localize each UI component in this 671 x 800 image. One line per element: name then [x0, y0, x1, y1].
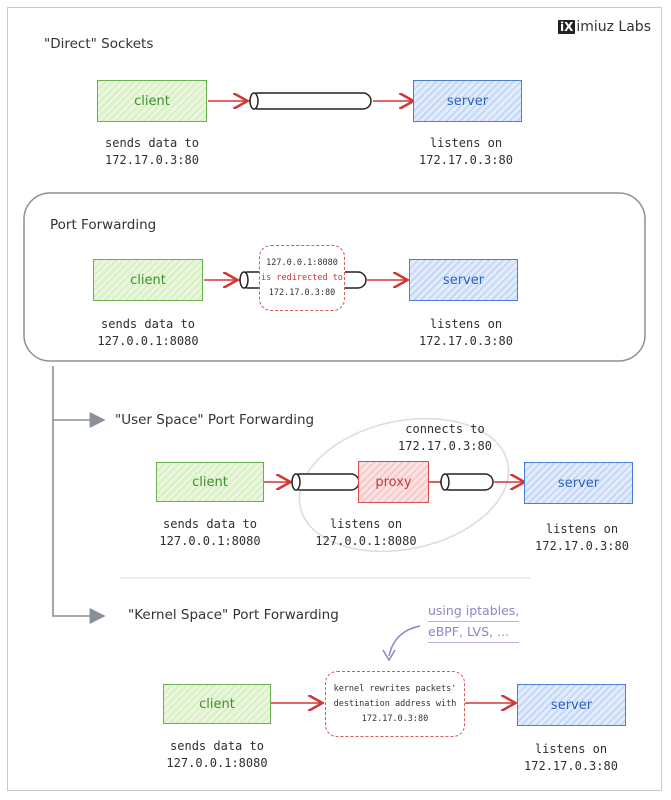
- kernel-server-caption-line1: listens on: [534, 742, 608, 756]
- kernel-server-caption-line2: 172.17.0.3:80: [524, 759, 618, 773]
- direct-client-caption-line1: sends data to: [105, 136, 199, 150]
- diagram-frame: [7, 7, 662, 791]
- kernel-rewrite-line2: destination address with: [333, 698, 457, 709]
- forwarding-server-caption: listens on 172.17.0.3:80: [396, 316, 536, 350]
- proxy-listen-line2: 127.0.0.1:8080: [315, 534, 417, 548]
- user-space-title: "User Space" Port Forwarding: [115, 412, 315, 428]
- user-space-client-caption: sends data to 127.0.0.1:8080: [140, 516, 280, 550]
- direct-client-box: client: [97, 80, 207, 122]
- port-forwarding-title: Port Forwarding: [50, 217, 157, 233]
- kernel-space-title: "Kernel Space" Port Forwarding: [128, 607, 339, 623]
- proxy-box: proxy: [358, 461, 429, 503]
- logo-text: imiuz Labs: [576, 19, 651, 35]
- proxy-listen-line1: listens on: [329, 517, 403, 531]
- kernel-rewrite-line3: 172.17.0.3:80: [361, 713, 429, 724]
- direct-server-box: server: [413, 80, 522, 122]
- redirect-line3: 172.17.0.3:80: [268, 287, 336, 298]
- forwarding-server-caption-line1: listens on: [429, 317, 503, 331]
- redirect-line2: is redirected to: [261, 272, 343, 283]
- forwarding-client-box: client: [93, 259, 203, 301]
- direct-sockets-title: "Direct" Sockets: [44, 36, 154, 52]
- forwarding-client-caption-line2: 127.0.0.1:8080: [97, 334, 199, 348]
- user-space-client-box: client: [156, 462, 264, 502]
- kernel-client-box: client: [163, 684, 271, 724]
- user-space-client-caption-line2: 127.0.0.1:8080: [159, 534, 261, 548]
- forwarding-server-caption-line2: 172.17.0.3:80: [419, 334, 513, 348]
- proxy-connects-line1: connects to: [405, 422, 485, 436]
- proxy-highlight-ellipse: [298, 417, 510, 553]
- kernel-client-caption-line2: 127.0.0.1:8080: [166, 756, 268, 770]
- user-space-server-caption-line1: listens on: [545, 522, 619, 536]
- user-space-connector: [52, 366, 106, 428]
- forwarding-client-caption: sends data to 127.0.0.1:8080: [78, 316, 218, 350]
- direct-server-caption-line2: 172.17.0.3:80: [419, 153, 513, 167]
- proxy-listen-caption: listens on 127.0.0.1:8080: [296, 516, 436, 550]
- kernel-client-caption-line1: sends data to: [170, 739, 264, 753]
- forwarding-client-caption-line1: sends data to: [101, 317, 195, 331]
- user-space-server-caption-line2: 172.17.0.3:80: [535, 539, 629, 553]
- direct-client-caption-line2: 172.17.0.3:80: [105, 153, 199, 167]
- redirect-line1: 127.0.0.1:8080: [266, 257, 338, 268]
- user-space-server-box: server: [524, 462, 633, 504]
- direct-client-caption: sends data to 172.17.0.3:80: [82, 135, 222, 169]
- kernel-note-line2: eBPF, LVS, ...: [428, 622, 520, 643]
- kernel-rewrite-line1: kernel rewrites packets': [333, 683, 457, 694]
- kernel-tools-note: using iptables, eBPF, LVS, ...: [428, 601, 520, 643]
- user-space-client-caption-line1: sends data to: [163, 517, 257, 531]
- port-forwarding-container: [23, 192, 646, 362]
- kernel-rewrite-note: kernel rewrites packets' destination add…: [325, 671, 465, 737]
- redirect-note: 127.0.0.1:8080 is redirected to 172.17.0…: [259, 245, 345, 311]
- logo-mark: iX: [557, 20, 576, 34]
- proxy-connects-caption: connects to 172.17.0.3:80: [375, 421, 515, 455]
- direct-server-caption: listens on 172.17.0.3:80: [396, 135, 536, 169]
- socket-pipe-client-proxy: [291, 473, 360, 491]
- forwarding-server-box: server: [409, 259, 518, 301]
- kernel-space-connector: [52, 420, 106, 624]
- kernel-server-box: server: [517, 684, 626, 726]
- kernel-client-caption: sends data to 127.0.0.1:8080: [147, 738, 287, 772]
- kernel-server-caption: listens on 172.17.0.3:80: [501, 741, 641, 775]
- proxy-connects-line2: 172.17.0.3:80: [398, 439, 492, 453]
- socket-pipe-proxy-server: [440, 473, 494, 491]
- socket-pipe-direct: [249, 92, 372, 110]
- kernel-note-line1: using iptables,: [428, 601, 520, 622]
- user-space-server-caption: listens on 172.17.0.3:80: [512, 521, 652, 555]
- direct-server-caption-line1: listens on: [429, 136, 503, 150]
